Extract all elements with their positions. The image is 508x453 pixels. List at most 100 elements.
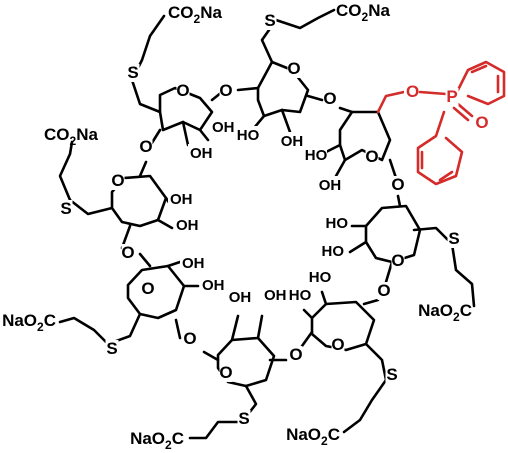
hydroxyl-10-mask (289, 286, 311, 304)
carboxylate-2: CO2Na (336, 1, 390, 24)
thioether-chain-5 (342, 342, 388, 434)
glycosidic-bond-b-2 (338, 106, 354, 114)
ester-oxygen-mask (404, 83, 417, 101)
bridge-oxygen-2: O (323, 89, 336, 108)
hydroxyl-7-mask (328, 214, 350, 232)
phosphoryl-oxygen-mask (475, 114, 489, 132)
bridge-oxygen-1: O (219, 81, 232, 100)
ring-oxygen-1: O (176, 81, 189, 100)
hydroxyl-12-mask (262, 286, 284, 304)
hydroxyl-5: HO (305, 147, 328, 164)
hydroxyl-4: OH (281, 133, 304, 150)
hydroxyl-bond-16 (156, 218, 174, 230)
hydroxyl-10: HO (289, 287, 312, 304)
carboxylate-6: NaO2C (130, 429, 184, 452)
sulfur-4: S (448, 229, 459, 248)
hydroxyl-bond-9 (320, 290, 328, 306)
sulfur-1: S (127, 63, 138, 82)
hydroxyl-bond-13 (166, 260, 182, 268)
ring-oxygen-4-mask (391, 252, 405, 270)
hydroxyl-14-mask (200, 276, 222, 294)
carboxylate-4: NaO2C (418, 301, 472, 324)
hydroxyl-bond-12 (256, 314, 264, 340)
hydroxyl-3: HO (237, 127, 260, 144)
hydroxyl-8-mask (324, 242, 346, 260)
bridge-oxygen-8: O (139, 137, 152, 156)
bridge-oxygen-7: O (121, 243, 134, 262)
bridge-oxygen-3: O (391, 175, 404, 194)
hydroxyl-9-mask (309, 268, 331, 286)
hydroxyl-bond-6 (334, 158, 347, 178)
hydroxyl-1-mask (210, 118, 232, 136)
glycosidic-bond-a-3 (388, 158, 398, 180)
bridge-oxygen-5: O (289, 345, 302, 364)
glycosidic-bond-a-6 (202, 350, 220, 362)
hydroxyl-13-mask (180, 254, 202, 272)
ring-oxygen-6: O (219, 363, 232, 382)
phosphoryl-oxygen: O (475, 113, 488, 132)
glycosidic-bond-a-5 (300, 330, 314, 348)
ester-oxygen: O (406, 82, 419, 101)
glycosidic-bond-a-7 (138, 252, 152, 268)
p-o-double-bond (452, 102, 474, 122)
sulfur-3-mask (59, 200, 73, 218)
phenyl-ring-2 (416, 110, 464, 186)
bridge-oxygen-5-mask (289, 346, 303, 364)
hydroxyl-12: OH (264, 287, 287, 304)
carboxylate-5: NaO2C (286, 425, 340, 448)
hydroxyl-4-mask (281, 132, 303, 150)
carboxylate-3: CO2Na (44, 125, 98, 148)
ring-oxygen-6-mask (219, 364, 233, 382)
phenyl-ring-2-double-bonds (420, 150, 454, 182)
hydroxyl-bond-4 (280, 108, 292, 134)
hydroxyl-15-mask (168, 190, 190, 208)
ring-oxygen-1-mask (176, 82, 190, 100)
ring-oxygen-2: O (287, 59, 300, 78)
hydroxyl-7: HO (326, 215, 349, 232)
carboxylate-1: CO2Na (168, 3, 222, 26)
sulfur-5: S (386, 365, 397, 384)
glycosidic-bond-a-8 (138, 160, 148, 178)
hydroxyl-6: OH (319, 177, 342, 194)
phenyl-ring-1-double-bonds (470, 64, 500, 94)
hydroxyl-2: OH (190, 145, 213, 162)
ring-oxygen-7-mask (141, 280, 155, 298)
sulfur-7: S (106, 339, 117, 358)
ring-oxygen-3-mask (365, 148, 379, 166)
ring-oxygen-8-mask (111, 172, 125, 190)
phosphorus-atom: P (446, 87, 457, 106)
bridge-oxygen-2-mask (323, 90, 337, 108)
thioether-chain-7 (58, 312, 142, 346)
hydroxyl-11-mask (229, 288, 251, 306)
sulfur-2: S (264, 11, 275, 30)
o-p-bond (418, 90, 448, 96)
phosphorus-atom-mask (445, 88, 459, 106)
glycosidic-bond-a-2 (306, 94, 324, 102)
glycosidic-bond-a-4 (384, 260, 394, 284)
hydroxyl-bond-1 (198, 128, 210, 142)
glycosidic-bond-b-3 (396, 194, 402, 208)
glycosidic-bond-b-6 (174, 318, 182, 340)
hydroxyl-9: HO (309, 269, 332, 286)
hydroxyl-16-mask (174, 216, 196, 234)
ring-oxygen-5-mask (331, 336, 345, 354)
hydroxyl-15: OH (170, 191, 193, 208)
thioether-chain-2 (260, 8, 336, 64)
hydroxyl-8: HO (322, 243, 345, 260)
phosphinate-linker (376, 90, 406, 114)
thioether-chain-6 (188, 384, 258, 440)
hydroxyl-bond-2 (181, 120, 190, 147)
glucose-ring-2 (256, 60, 310, 118)
sulfur-6-mask (237, 410, 251, 428)
bridge-oxygen-7-mask (121, 244, 135, 262)
hydroxyl-bond-11 (230, 314, 240, 342)
hydroxyl-bond-8 (348, 240, 368, 254)
hydroxyl-2-mask (188, 144, 210, 162)
bridge-oxygen-4-mask (377, 282, 391, 300)
hydroxyl-bond-10 (302, 308, 314, 320)
glucose-ring-3 (338, 110, 392, 162)
hydroxyl-6-mask (319, 176, 341, 194)
thioether-chain-4 (412, 226, 476, 308)
bridge-oxygen-6: O (183, 329, 196, 348)
